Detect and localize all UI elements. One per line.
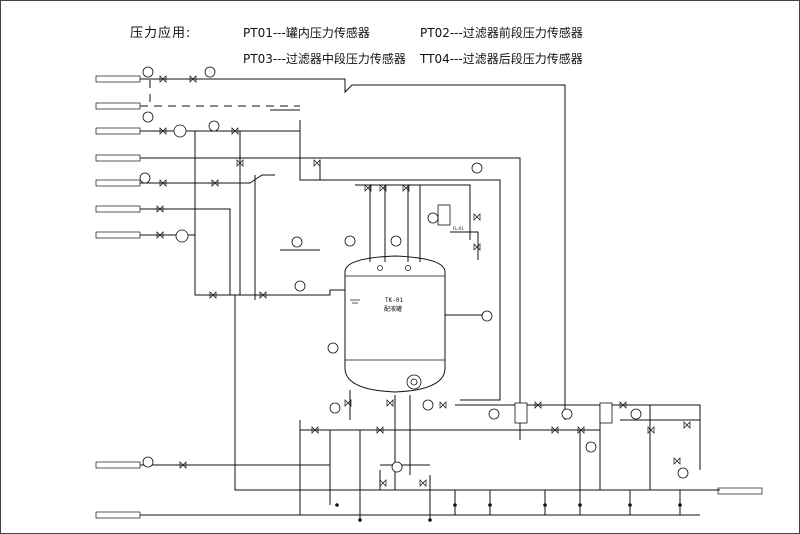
inlet-tag-ops	[95, 154, 141, 162]
pipe-right-c	[455, 404, 701, 470]
pipe-header	[355, 184, 471, 240]
inlet-tags	[95, 75, 763, 519]
temperature-gauge-icon	[327, 342, 339, 354]
tank-name: 配液罐	[384, 305, 402, 313]
inlet-tag-pw	[95, 127, 141, 135]
instruments	[139, 66, 689, 479]
pressure-gauge-icon	[488, 408, 500, 420]
pressure-gauge-icon	[208, 120, 220, 132]
pressure-gauge-icon	[390, 235, 402, 247]
outlet-tag	[717, 487, 763, 495]
pipe-cws	[140, 208, 231, 295]
drain-points	[335, 503, 682, 522]
pressure-gauge-icon	[677, 467, 689, 479]
inlet-tag-ps2	[95, 179, 141, 187]
pressure-gauge-icon	[142, 111, 154, 123]
pressure-gauge-icon	[427, 212, 439, 224]
pressure-gauge-icon	[561, 408, 573, 420]
tank-tk01: TK-01 配液罐	[344, 255, 446, 393]
pressure-gauge-icon	[630, 408, 642, 420]
pipe-right-a	[450, 231, 479, 260]
pressure-gauge-icon	[585, 441, 597, 453]
pipe-ops	[140, 157, 521, 440]
inlet-tag-cws	[95, 205, 141, 213]
legend-pt02: PT02---过滤器前段压力传感器	[420, 26, 583, 40]
legend-pt03: PT03---过滤器中段压力传感器	[243, 52, 406, 66]
level-gauge-icon	[481, 310, 493, 322]
inlet-tag-bottom	[95, 511, 141, 519]
pressure-gauge-icon	[142, 456, 154, 468]
pressure-gauge-icon	[142, 66, 154, 78]
svg-text:FL-01: FL-01	[453, 226, 464, 231]
pressure-gauge-icon	[294, 280, 306, 292]
pressure-gauge-icon	[391, 461, 403, 473]
piping	[140, 78, 720, 520]
pipe-pw	[140, 130, 501, 401]
pressure-gauge-icon	[291, 236, 303, 248]
pump-icon	[173, 124, 187, 138]
pipe-lower	[299, 420, 600, 431]
inlet-tag-ps	[95, 75, 141, 83]
inlet-tag-cws2	[95, 461, 141, 469]
inlet-tag-ia	[95, 231, 141, 239]
pressure-gauge-icon	[329, 402, 341, 414]
inlet-tag-sr	[95, 102, 141, 110]
pressure-gauge-icon	[344, 235, 356, 247]
legend-title: 压力应用:	[130, 26, 192, 41]
pipe-ps-top	[140, 78, 566, 420]
pressure-gauge-icon	[471, 162, 483, 174]
pressure-gauge-icon	[422, 399, 434, 411]
valves	[156, 75, 691, 487]
pipe-feed	[194, 131, 345, 296]
filter-fl01: FL-01	[437, 204, 613, 424]
legend-pt01: PT01---罐内压力传感器	[243, 26, 370, 40]
pressure-gauge-icon	[139, 172, 151, 184]
pipe-outlet	[234, 295, 720, 491]
pump-icon	[175, 229, 189, 243]
legend-tt04: TT04---过滤器后段压力传感器	[420, 52, 583, 66]
tank-tag: TK-01	[385, 297, 403, 304]
pressure-gauge-icon	[204, 66, 216, 78]
